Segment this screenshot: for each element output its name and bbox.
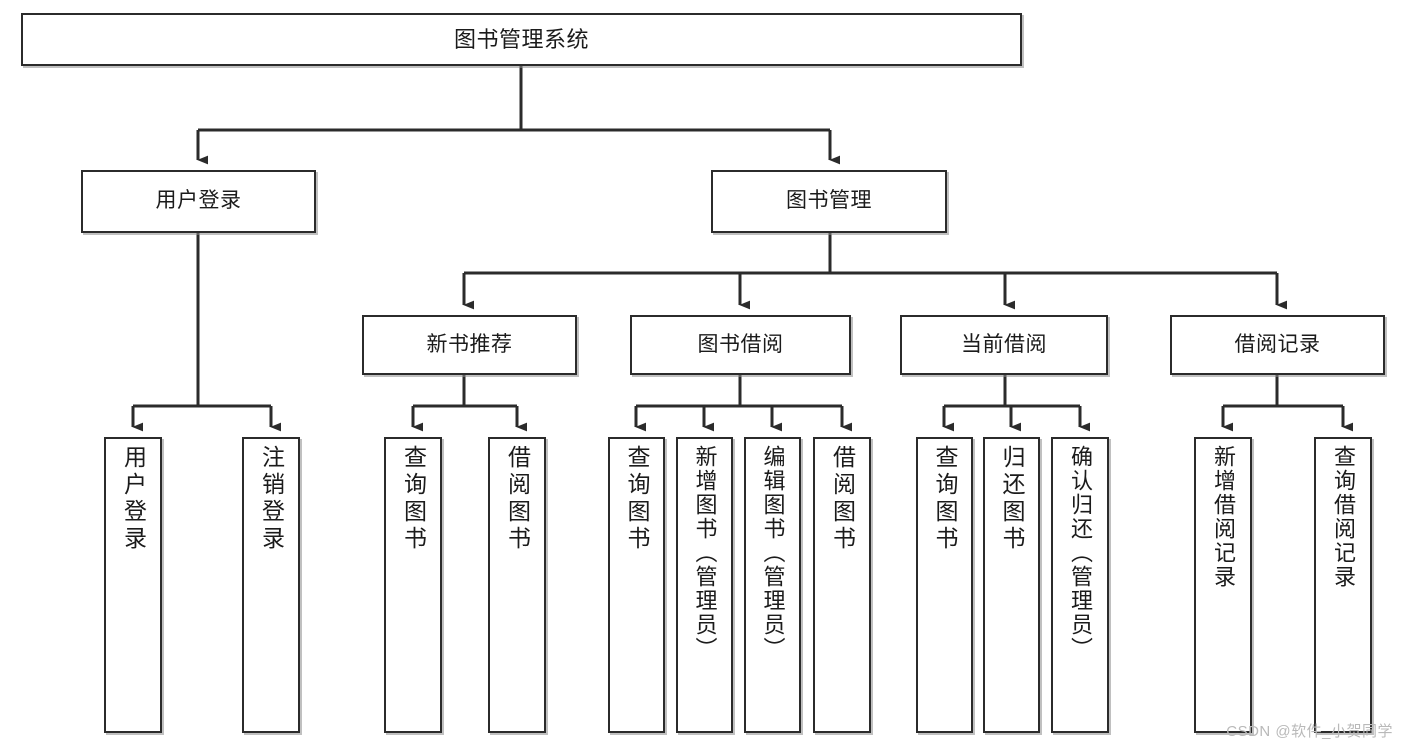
leaf-label: 新增借阅记录: [1211, 445, 1236, 589]
node-borrow-record-label: 借阅记录: [1234, 332, 1321, 356]
leaf-borrow-edit-book-admin[interactable]: 编辑图书（管理员）: [744, 437, 801, 733]
node-book-borrow[interactable]: 图书借阅: [630, 315, 851, 375]
leaf-recommend-query-book[interactable]: 查询图书: [384, 437, 442, 733]
node-user-login-label: 用户登录: [155, 189, 242, 213]
leaf-record-add-record[interactable]: 新增借阅记录: [1194, 437, 1252, 733]
node-root[interactable]: 图书管理系统: [21, 13, 1022, 66]
leaf-label: 借阅图书: [504, 445, 531, 553]
leaf-label: 查询图书: [624, 445, 650, 553]
leaf-label: 查询图书: [932, 445, 958, 553]
leaf-borrow-borrow-book[interactable]: 借阅图书: [813, 437, 871, 733]
node-root-label: 图书管理系统: [453, 26, 589, 52]
node-current-borrow[interactable]: 当前借阅: [900, 315, 1108, 375]
leaf-label: 确认归还（管理员）: [1068, 445, 1093, 661]
node-borrow-record[interactable]: 借阅记录: [1170, 315, 1385, 375]
node-book-management-label: 图书管理: [786, 189, 872, 213]
node-new-book-recommend-label: 新书推荐: [426, 332, 513, 356]
node-user-login[interactable]: 用户登录: [81, 170, 316, 233]
leaf-label: 归还图书: [999, 445, 1025, 553]
leaf-label: 编辑图书（管理员）: [760, 445, 786, 661]
leaf-borrow-query-book[interactable]: 查询图书: [608, 437, 665, 733]
leaf-record-query-record[interactable]: 查询借阅记录: [1314, 437, 1372, 733]
leaf-borrow-add-book-admin[interactable]: 新增图书（管理员）: [676, 437, 733, 733]
leaf-label: 查询借阅记录: [1331, 445, 1356, 589]
node-book-management[interactable]: 图书管理: [711, 170, 947, 233]
leaf-label: 注销登录: [258, 445, 285, 553]
leaf-label: 借阅图书: [829, 445, 856, 553]
leaf-label: 用户登录: [120, 445, 147, 553]
leaf-user-login-signout[interactable]: 注销登录: [242, 437, 300, 733]
leaf-current-query-book[interactable]: 查询图书: [916, 437, 973, 733]
leaf-label: 新增图书（管理员）: [692, 445, 718, 661]
leaf-current-confirm-return-admin[interactable]: 确认归还（管理员）: [1051, 437, 1109, 733]
leaf-current-return-book[interactable]: 归还图书: [983, 437, 1040, 733]
node-current-borrow-label: 当前借阅: [961, 332, 1047, 356]
leaf-recommend-borrow-book[interactable]: 借阅图书: [488, 437, 546, 733]
leaf-label: 查询图书: [400, 445, 427, 553]
node-book-borrow-label: 图书借阅: [697, 332, 784, 356]
leaf-user-login-signin[interactable]: 用户登录: [104, 437, 162, 733]
node-new-book-recommend[interactable]: 新书推荐: [362, 315, 577, 375]
